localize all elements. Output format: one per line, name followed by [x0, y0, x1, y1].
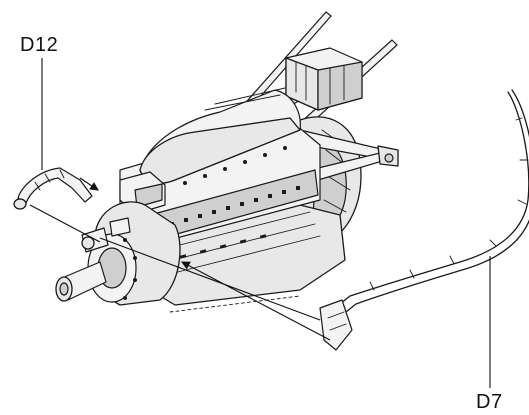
part-d7-pipe	[319, 89, 529, 351]
callout-label-d12: D12	[20, 34, 59, 56]
callout-label-d7: D7	[476, 391, 503, 413]
front-fittings	[81, 217, 131, 253]
header-tank	[285, 47, 363, 111]
part-d12-pipe	[13, 167, 93, 210]
propeller-shaft	[55, 261, 107, 302]
engine-block	[119, 119, 346, 306]
